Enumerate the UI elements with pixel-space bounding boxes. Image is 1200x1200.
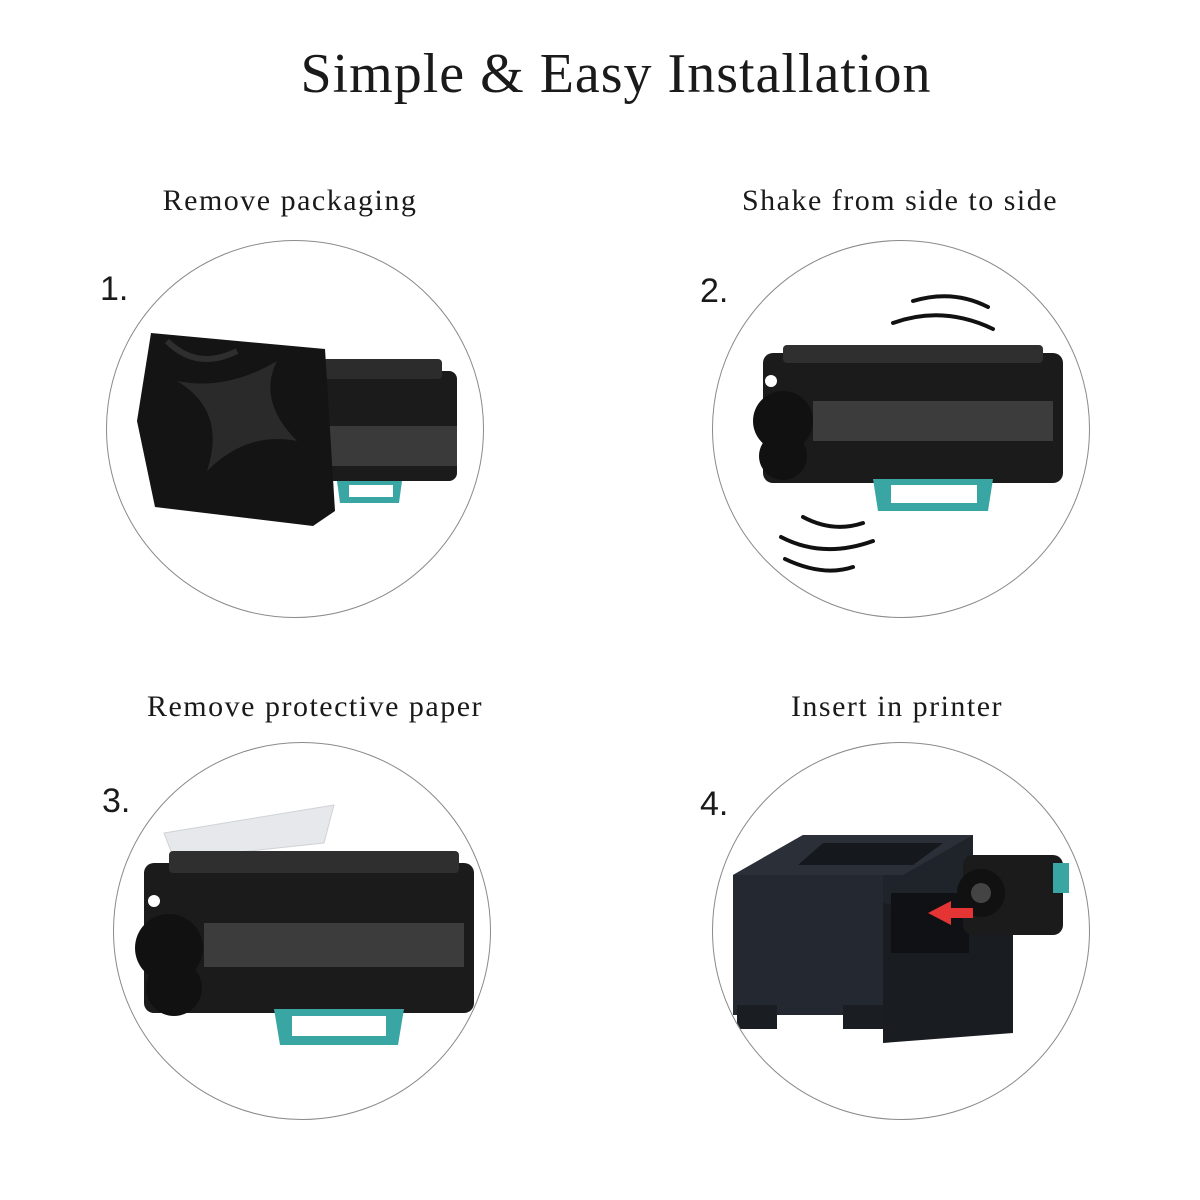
step-4-illustration	[712, 742, 1090, 1120]
laser-printer-icon	[733, 835, 1069, 1043]
step-4-number: 4.	[700, 785, 729, 823]
step-3-number: 3.	[102, 782, 131, 820]
step-2-number: 2.	[700, 272, 729, 310]
step-4-caption: Insert in printer	[790, 690, 1004, 723]
toner-cartridge-icon	[135, 804, 474, 1045]
step-3-caption: Remove protective paper	[146, 690, 484, 723]
shake-motion-lines-icon	[779, 294, 995, 573]
protective-paper-icon	[163, 804, 335, 860]
step-3-illustration	[113, 742, 491, 1120]
step-1-caption: Remove packaging	[162, 184, 418, 217]
step-2-caption: Shake from side to side	[741, 184, 1059, 217]
step-2-illustration	[712, 240, 1090, 618]
step-1-illustration	[106, 240, 484, 618]
packaging-bag-icon	[137, 333, 457, 526]
insert-arrow-icon	[928, 901, 973, 925]
page-title: Simple & Easy Installation	[300, 43, 932, 105]
step-1-number: 1.	[100, 270, 129, 308]
toner-cartridge-icon	[753, 294, 1063, 573]
